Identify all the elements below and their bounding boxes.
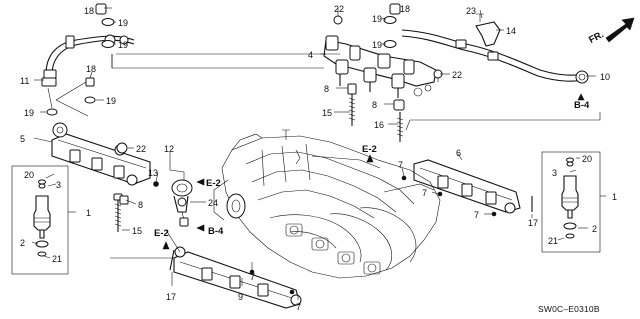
ref-b4-a: B-4 xyxy=(208,226,224,237)
ref-e2-c: E-2 xyxy=(154,228,169,239)
callout-3-a: 3 xyxy=(56,180,61,190)
fuel-hose-right xyxy=(401,13,589,84)
callout-22-c: 22 xyxy=(452,70,462,80)
callout-19-a: 19 xyxy=(118,18,128,28)
fuel-rail-left xyxy=(51,122,151,186)
callout-17-b: 17 xyxy=(166,292,176,302)
hose-clamps-upper xyxy=(46,3,401,116)
ref-b4-b: B-4 xyxy=(574,100,590,111)
callout-15-b: 15 xyxy=(322,108,332,118)
cross-ref-arrows xyxy=(162,93,585,250)
callout-24: 24 xyxy=(208,198,218,208)
callout-10: 10 xyxy=(600,72,610,82)
callout-4: 4 xyxy=(308,50,313,60)
callout-18-a: 18 xyxy=(84,6,94,16)
callout-16: 16 xyxy=(374,120,384,130)
callout-14: 14 xyxy=(506,26,516,36)
callout-11: 11 xyxy=(20,76,29,86)
callout-21-b: 21 xyxy=(548,236,558,246)
callout-15-a: 15 xyxy=(132,226,142,236)
callout-19-f: 19 xyxy=(372,40,382,50)
callout-19-b: 19 xyxy=(118,40,128,50)
callout-13: 13 xyxy=(148,168,158,178)
callout-7-e: 7 xyxy=(296,302,301,312)
injector-detail-box-right xyxy=(541,151,601,253)
callout-19-e: 19 xyxy=(372,14,382,24)
callout-12: 12 xyxy=(164,144,174,154)
callout-8-a: 8 xyxy=(138,200,143,210)
callout-7-b: 7 xyxy=(422,188,427,198)
fuel-hose-left xyxy=(41,34,135,109)
callout-3-b: 3 xyxy=(552,168,557,178)
direction-label: FR. xyxy=(587,29,606,46)
small-bolts xyxy=(116,15,533,295)
callout-7-a: 7 xyxy=(398,160,403,170)
callout-22-b: 22 xyxy=(334,4,344,14)
leader-lines xyxy=(31,7,606,300)
callout-19-d: 19 xyxy=(24,108,34,118)
bolt-8-left xyxy=(119,195,129,205)
callout-2-a: 2 xyxy=(20,238,25,248)
fuel-rail-right xyxy=(413,159,521,214)
ref-e2-a: E-2 xyxy=(206,178,221,189)
callout-labels: 18 19 19 11 18 19 19 5 22 12 13 8 24 15 … xyxy=(20,4,617,312)
callout-2-b: 2 xyxy=(592,224,597,234)
bolt-16 xyxy=(396,112,404,142)
callout-18-c: 18 xyxy=(400,4,410,14)
callout-8-c: 8 xyxy=(372,100,377,110)
callout-9: 9 xyxy=(238,292,243,302)
diagram-code: SW0C–E0310B xyxy=(538,304,600,314)
cross-ref-labels: E-2 B-4 E-2 E-2 B-4 xyxy=(154,100,590,239)
callout-22-a: 22 xyxy=(136,144,146,154)
callout-18-b: 18 xyxy=(86,64,96,74)
callout-20-a: 20 xyxy=(24,170,34,180)
upper-fuel-rail-assembly xyxy=(323,35,439,98)
callout-23: 23 xyxy=(466,6,476,16)
front-direction-arrow-icon xyxy=(605,17,635,43)
fuel-pressure-regulator xyxy=(169,160,193,227)
intake-manifold-drawing xyxy=(213,129,441,279)
callout-6: 6 xyxy=(456,148,461,158)
callout-7-c: 7 xyxy=(474,210,479,220)
ref-e2-b: E-2 xyxy=(362,144,377,155)
callout-19-c: 19 xyxy=(106,96,116,106)
callout-20-b: 20 xyxy=(582,154,592,164)
bolt-8-upper xyxy=(347,83,357,126)
callout-1-b: 1 xyxy=(612,192,617,202)
bolt-8-middle xyxy=(393,99,405,111)
callout-8-b: 8 xyxy=(324,84,329,94)
injector-detail-box-left xyxy=(11,165,69,275)
callout-17-a: 17 xyxy=(528,218,538,228)
callout-5: 5 xyxy=(20,134,25,144)
callout-21-a: 21 xyxy=(52,254,62,264)
callout-1-a: 1 xyxy=(86,208,91,218)
callout-7-d: 7 xyxy=(250,272,255,282)
